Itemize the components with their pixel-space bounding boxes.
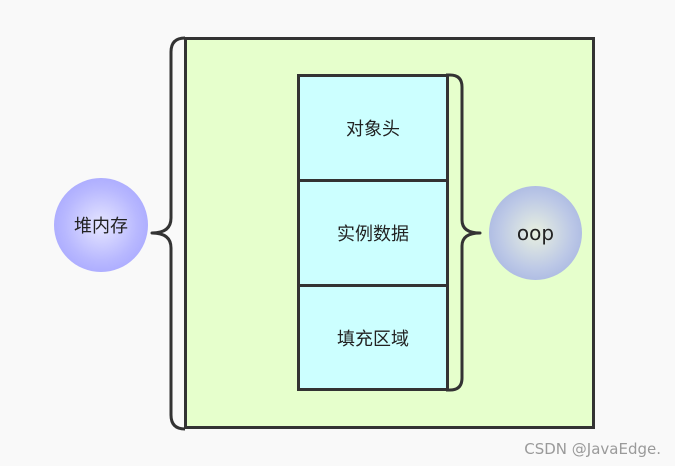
object-right-brace — [446, 73, 482, 392]
instance-data-cell: 实例数据 — [300, 182, 446, 287]
oop-label: oop — [516, 221, 555, 245]
padding-cell: 填充区域 — [337, 328, 409, 350]
heap-left-brace — [150, 36, 186, 431]
object-header-cell: 对象头 — [300, 77, 446, 182]
heap-memory-node: 堆内存 — [54, 178, 148, 272]
heap-memory-label: 堆内存 — [74, 216, 128, 237]
watermark: CSDN @JavaEdge. — [524, 440, 661, 458]
oop-node: oop — [489, 186, 582, 280]
object-layout-stack: 对象头 实例数据 填充区域 — [297, 74, 449, 391]
